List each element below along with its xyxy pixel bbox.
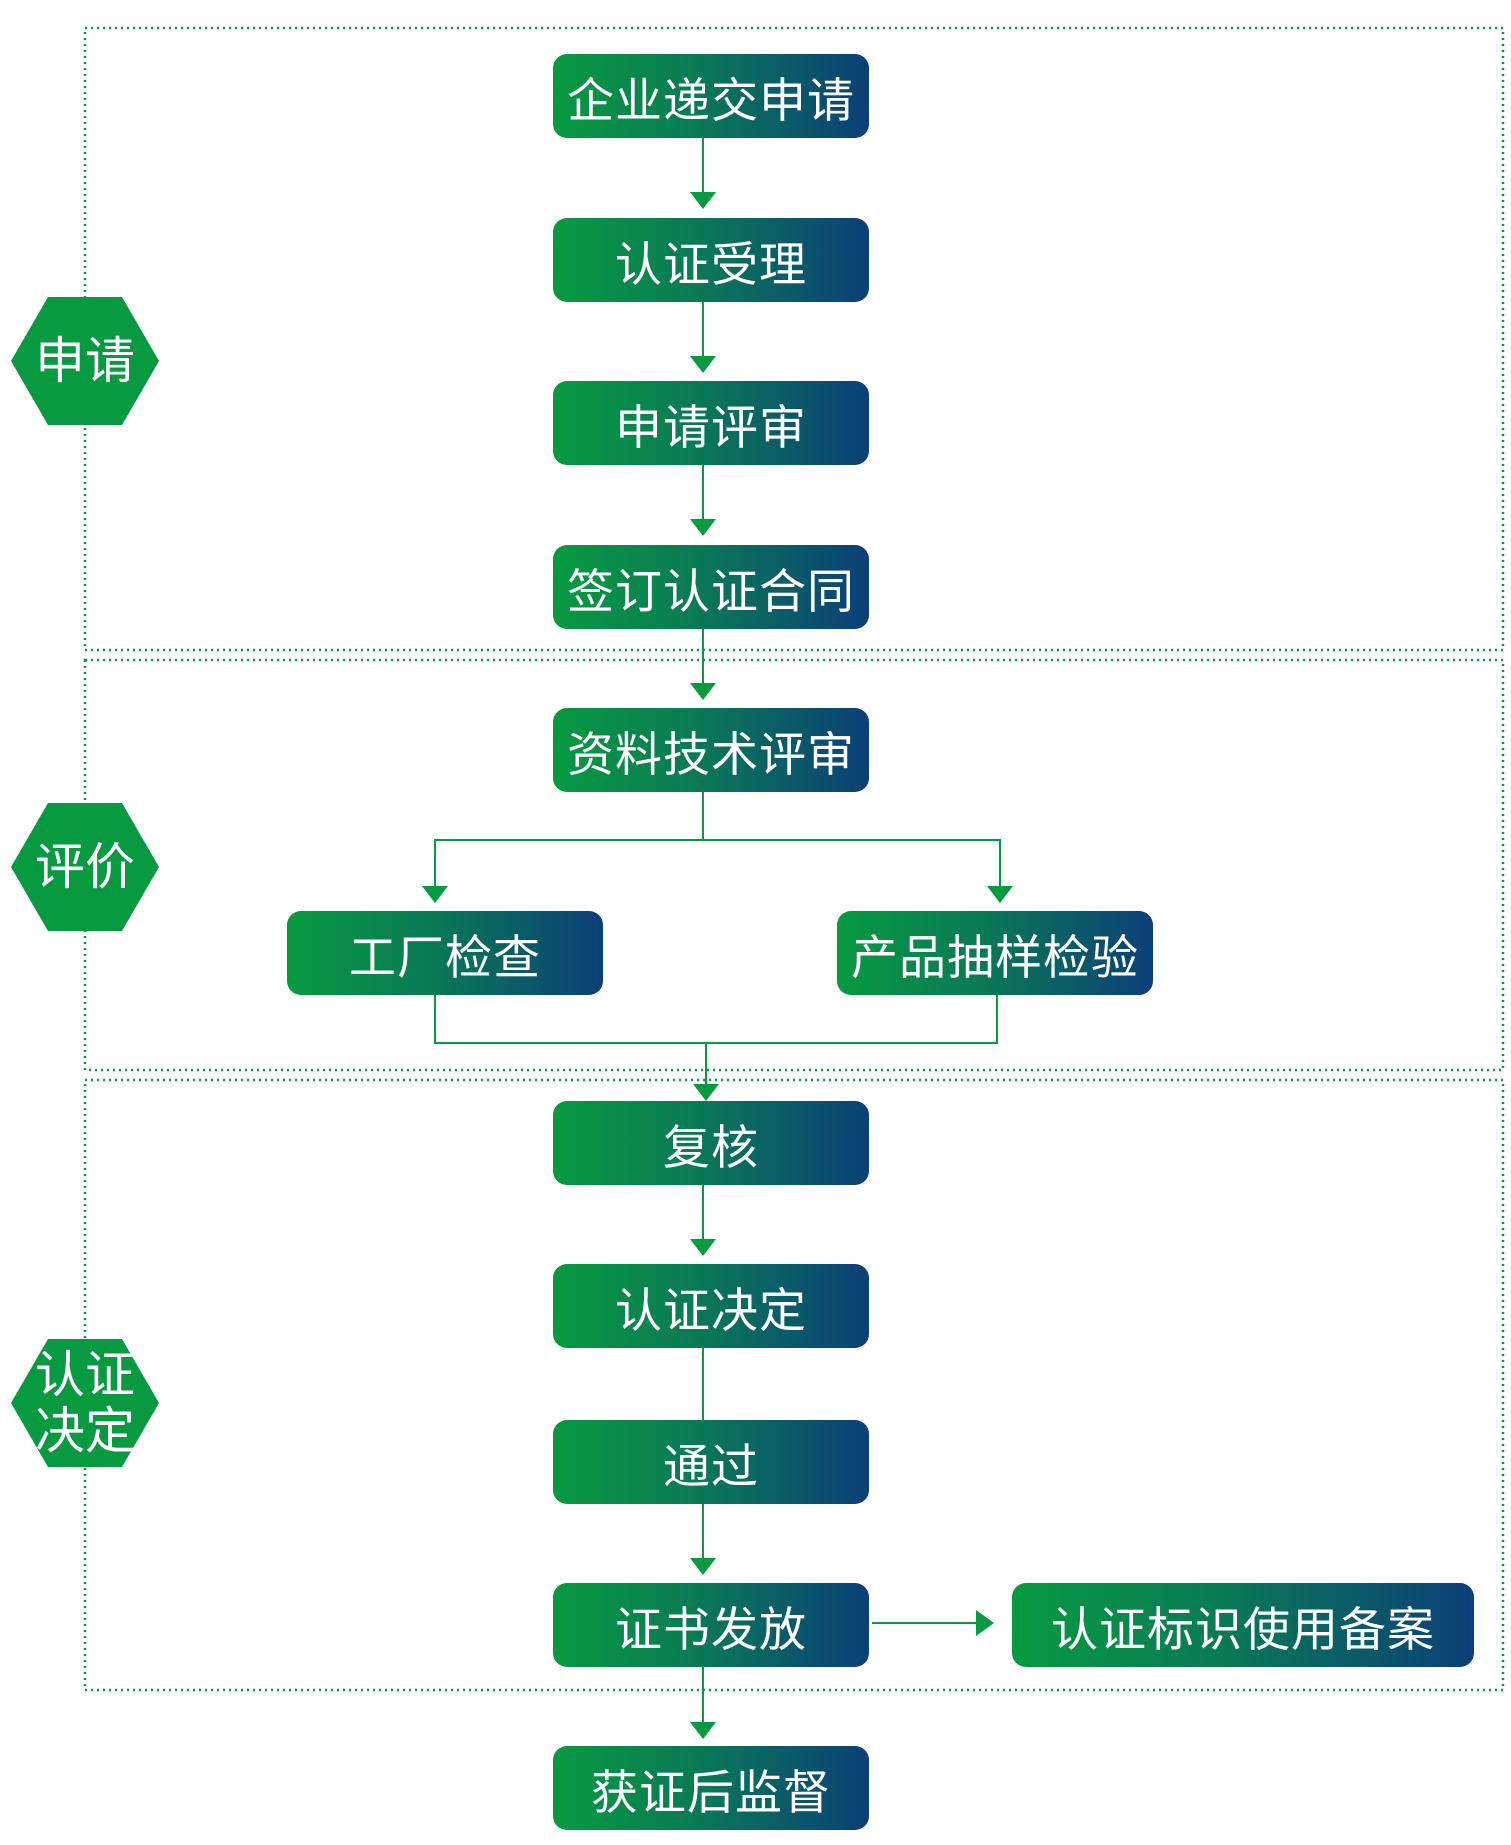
stage-label: 申请	[35, 332, 135, 390]
step-submit: 企业递交申请	[553, 54, 869, 138]
step-supervision: 获证后监督	[553, 1746, 869, 1830]
step-recheck: 复核	[553, 1101, 869, 1185]
step-issue: 证书发放	[553, 1583, 869, 1667]
arrowhead	[422, 886, 448, 903]
stage-hexagon-decision: 认证决定	[11, 1339, 159, 1467]
step-factory: 工厂检查	[287, 911, 603, 995]
arrowhead	[690, 356, 716, 373]
stage-label: 评价	[35, 838, 135, 896]
step-contract: 签订认证合同	[553, 545, 869, 629]
step-accept: 认证受理	[553, 218, 869, 302]
step-sampling: 产品抽样检验	[837, 911, 1153, 995]
edge-techreview-factory	[434, 792, 704, 886]
edge-factory-recheck	[434, 995, 706, 1044]
arrowhead	[690, 683, 716, 700]
step-review: 申请评审	[553, 381, 869, 465]
stage-hexagon-apply: 申请	[11, 297, 159, 425]
arrowhead	[690, 1722, 716, 1739]
arrowhead	[693, 1084, 719, 1101]
step-decide: 认证决定	[553, 1264, 869, 1348]
arrowhead	[690, 192, 716, 209]
arrowhead	[690, 1239, 716, 1256]
arrowhead	[690, 1558, 716, 1575]
stage-label: 认证决定	[35, 1346, 135, 1460]
arrowhead	[987, 886, 1013, 903]
edge-sampling-recheck	[706, 995, 998, 1044]
edge-techreview-sampling	[703, 839, 1001, 886]
arrowhead	[976, 1610, 994, 1636]
step-mark: 认证标识使用备案	[1012, 1583, 1474, 1667]
step-pass: 通过	[553, 1420, 869, 1504]
arrowhead	[690, 519, 716, 536]
step-tech-review: 资料技术评审	[553, 708, 869, 792]
